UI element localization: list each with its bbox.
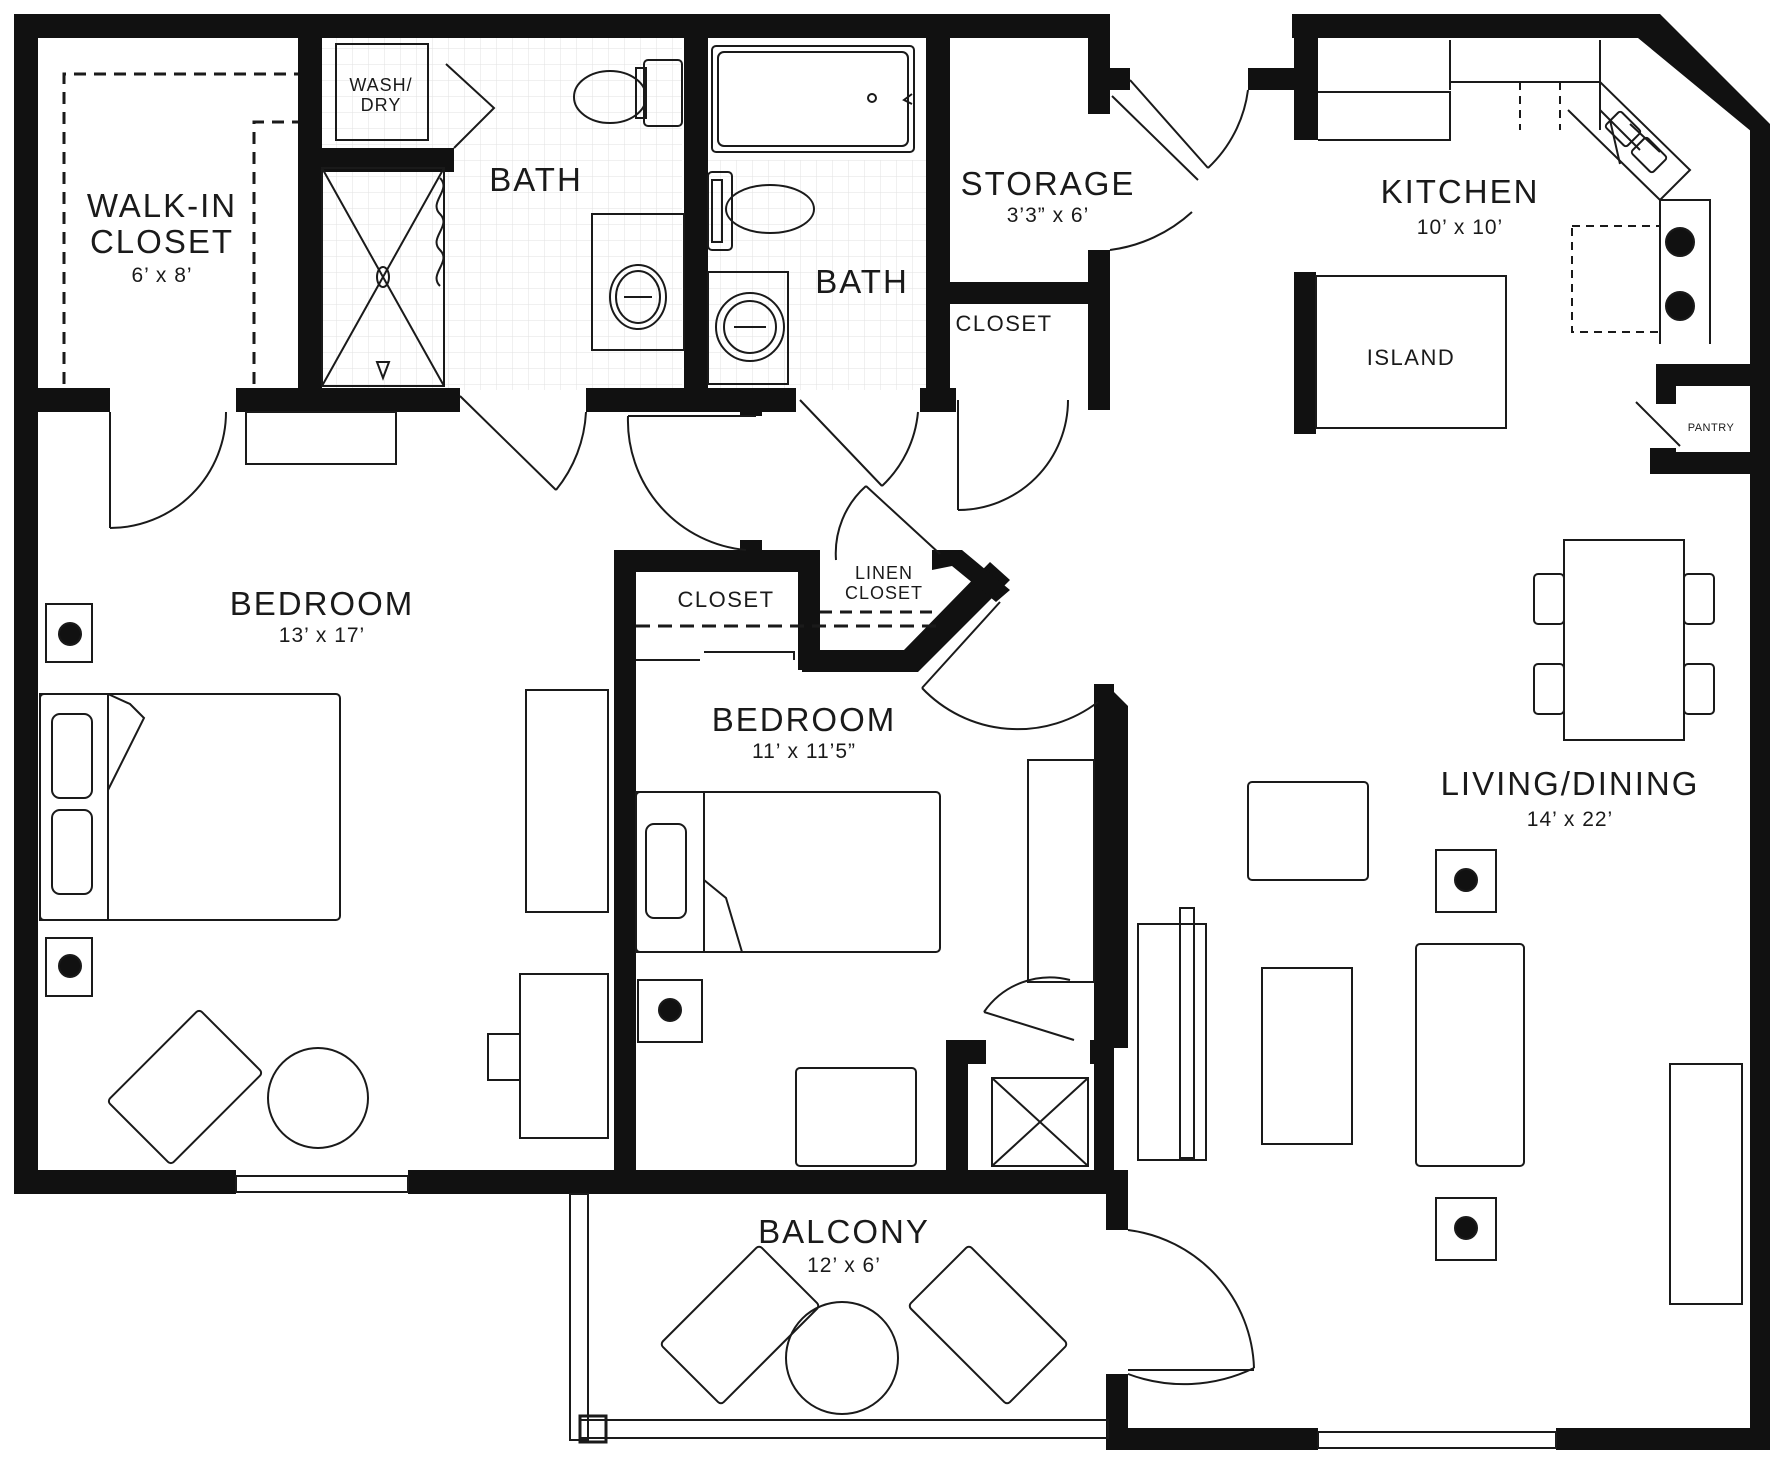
linen-closet-line2: CLOSET [844,582,924,603]
walls [14,14,1770,1450]
kitchen-dim: 10’ x 10’ [1416,216,1504,239]
walkin-closet-line1: WALK-IN [86,187,238,224]
living-dining-dim: 14’ x 22’ [1526,808,1614,831]
closet-bedroom-2-label: CLOSET [677,587,775,612]
balcony-dim: 12’ x 6’ [807,1254,881,1277]
bedroom-1-dim: 13’ x 17’ [278,624,366,647]
walkin-closet-line2: CLOSET [89,223,235,261]
lamps [58,227,1695,1240]
living-dining-label: LIVING/DINING [1440,765,1700,802]
bedroom-2-label: BEDROOM [711,701,897,738]
closet-hall-label: CLOSET [955,311,1053,336]
bath-2-label: BATH [815,263,909,300]
linen-closet-label: LINEN CLOSET [844,563,924,604]
linen-closet-line1: LINEN [854,563,913,583]
wash-dry-label: WASH/ DRY [349,75,413,116]
bedroom-2-dim: 11’ x 11’5” [752,740,856,763]
walkin-closet-label: WALK-IN CLOSET [86,187,238,261]
bath-1-label: BATH [489,161,583,198]
fixtures [39,40,1743,1449]
storage-dim: 3’3” x 6’ [1006,204,1090,227]
storage-label: STORAGE [960,165,1136,202]
wash-dry-line1: WASH/ [349,75,413,95]
pantry-label: PANTRY [1687,422,1735,434]
balcony-label: BALCONY [758,1213,930,1250]
wash-dry-line2: DRY [360,94,402,115]
walkin-closet-dim: 6’ x 8’ [131,264,193,287]
island-label: ISLAND [1366,345,1456,370]
bedroom-1-label: BEDROOM [229,585,415,622]
kitchen-label: KITCHEN [1380,173,1540,210]
